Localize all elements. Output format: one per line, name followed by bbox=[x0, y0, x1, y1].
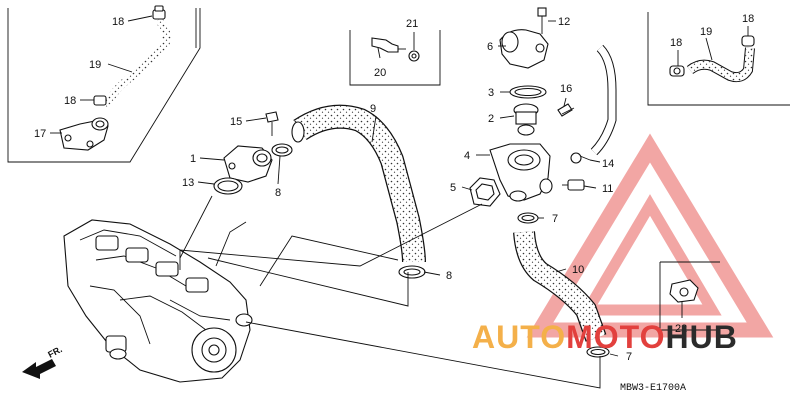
callout-5: 5 bbox=[450, 182, 456, 194]
callout-8: 8 bbox=[446, 270, 452, 282]
front-direction-arrow bbox=[22, 359, 56, 379]
watermark-text: AUTOMOTOHUB bbox=[472, 319, 738, 355]
watermark-moto: MOTO bbox=[566, 319, 665, 355]
clip-14 bbox=[570, 152, 591, 164]
callout-15: 15 bbox=[230, 116, 242, 128]
hose-clamp-8-upper bbox=[271, 143, 293, 157]
water-joint-1 bbox=[223, 145, 273, 183]
hose-clamp-7-upper bbox=[517, 212, 539, 224]
callout-1: 1 bbox=[190, 153, 196, 165]
inset-frame-sensor bbox=[349, 30, 441, 86]
hose-clip-upper-right-b bbox=[741, 35, 755, 47]
o-ring-3 bbox=[509, 85, 547, 99]
callout-18: 18 bbox=[64, 95, 76, 107]
callout-7: 7 bbox=[552, 213, 558, 225]
diagram-code: MBW3-E1700A bbox=[620, 383, 686, 394]
thermostat-2 bbox=[513, 103, 539, 136]
watermark-logo bbox=[526, 133, 774, 338]
thermo-sensor-20 bbox=[371, 37, 406, 53]
callout-12: 12 bbox=[558, 16, 570, 28]
water-hose-9 bbox=[291, 104, 426, 263]
callout-20: 20 bbox=[374, 67, 386, 79]
thermostat-case-4 bbox=[489, 143, 553, 202]
hose-clip-mid-left bbox=[93, 95, 107, 106]
inset-frame-upper-right bbox=[647, 12, 790, 106]
hose-clamp-7-lower bbox=[586, 346, 610, 358]
callout-13: 13 bbox=[182, 177, 194, 189]
guide-lines bbox=[50, 15, 749, 389]
bolt-16 bbox=[557, 103, 575, 117]
callout-16: 16 bbox=[560, 83, 572, 95]
callout-17: 17 bbox=[34, 128, 46, 140]
callout-18: 18 bbox=[742, 13, 754, 25]
callout-10: 10 bbox=[572, 264, 584, 276]
switch-11 bbox=[562, 179, 585, 191]
watermark-auto: AUTO bbox=[472, 319, 566, 355]
callout-19: 19 bbox=[89, 59, 101, 71]
bypass-hose-upper-left bbox=[101, 16, 171, 107]
callout-14: 14 bbox=[602, 158, 614, 170]
o-ring-13 bbox=[213, 177, 243, 195]
hose-clamp-8-lower bbox=[398, 265, 426, 279]
engine-block bbox=[63, 219, 253, 383]
watermark-hub: HUB bbox=[665, 319, 737, 355]
callout-11: 11 bbox=[602, 183, 613, 195]
water-hose-10 bbox=[513, 230, 607, 342]
clamp-22 bbox=[669, 279, 699, 303]
callout-2: 2 bbox=[488, 113, 494, 125]
bolt-15 bbox=[265, 111, 279, 136]
callout-19: 19 bbox=[700, 26, 712, 38]
washer-21 bbox=[408, 50, 420, 62]
callout-6: 6 bbox=[487, 41, 493, 53]
callout-3: 3 bbox=[488, 87, 494, 99]
hose-clip-top-left bbox=[152, 5, 166, 20]
hose-clip-upper-right-a bbox=[669, 65, 685, 77]
thermostat-cover-6 bbox=[499, 29, 549, 69]
gasket-5 bbox=[469, 177, 501, 207]
callout-4: 4 bbox=[464, 150, 470, 162]
callout-labels: 18 19 18 17 21 20 12 6 3 2 16 4 5 14 11 … bbox=[34, 13, 754, 363]
bypass-hose-upper-right bbox=[686, 47, 755, 83]
breather-hose bbox=[590, 44, 617, 156]
callout-8: 8 bbox=[275, 187, 281, 199]
bolt-12 bbox=[537, 7, 547, 34]
callout-18: 18 bbox=[670, 37, 682, 49]
callout-21: 21 bbox=[406, 18, 418, 30]
front-direction-label: FR. bbox=[46, 344, 63, 360]
callout-9: 9 bbox=[370, 103, 376, 115]
svg-text:AUTOMOTOHUB: AUTOMOTOHUB bbox=[472, 319, 738, 355]
inset-frame-clip bbox=[659, 261, 720, 331]
callout-22: 22 bbox=[675, 323, 687, 335]
callout-18: 18 bbox=[112, 16, 124, 28]
callout-7: 7 bbox=[626, 351, 632, 363]
water-joint-17 bbox=[59, 117, 109, 151]
inset-frame-upper-left bbox=[7, 8, 201, 163]
